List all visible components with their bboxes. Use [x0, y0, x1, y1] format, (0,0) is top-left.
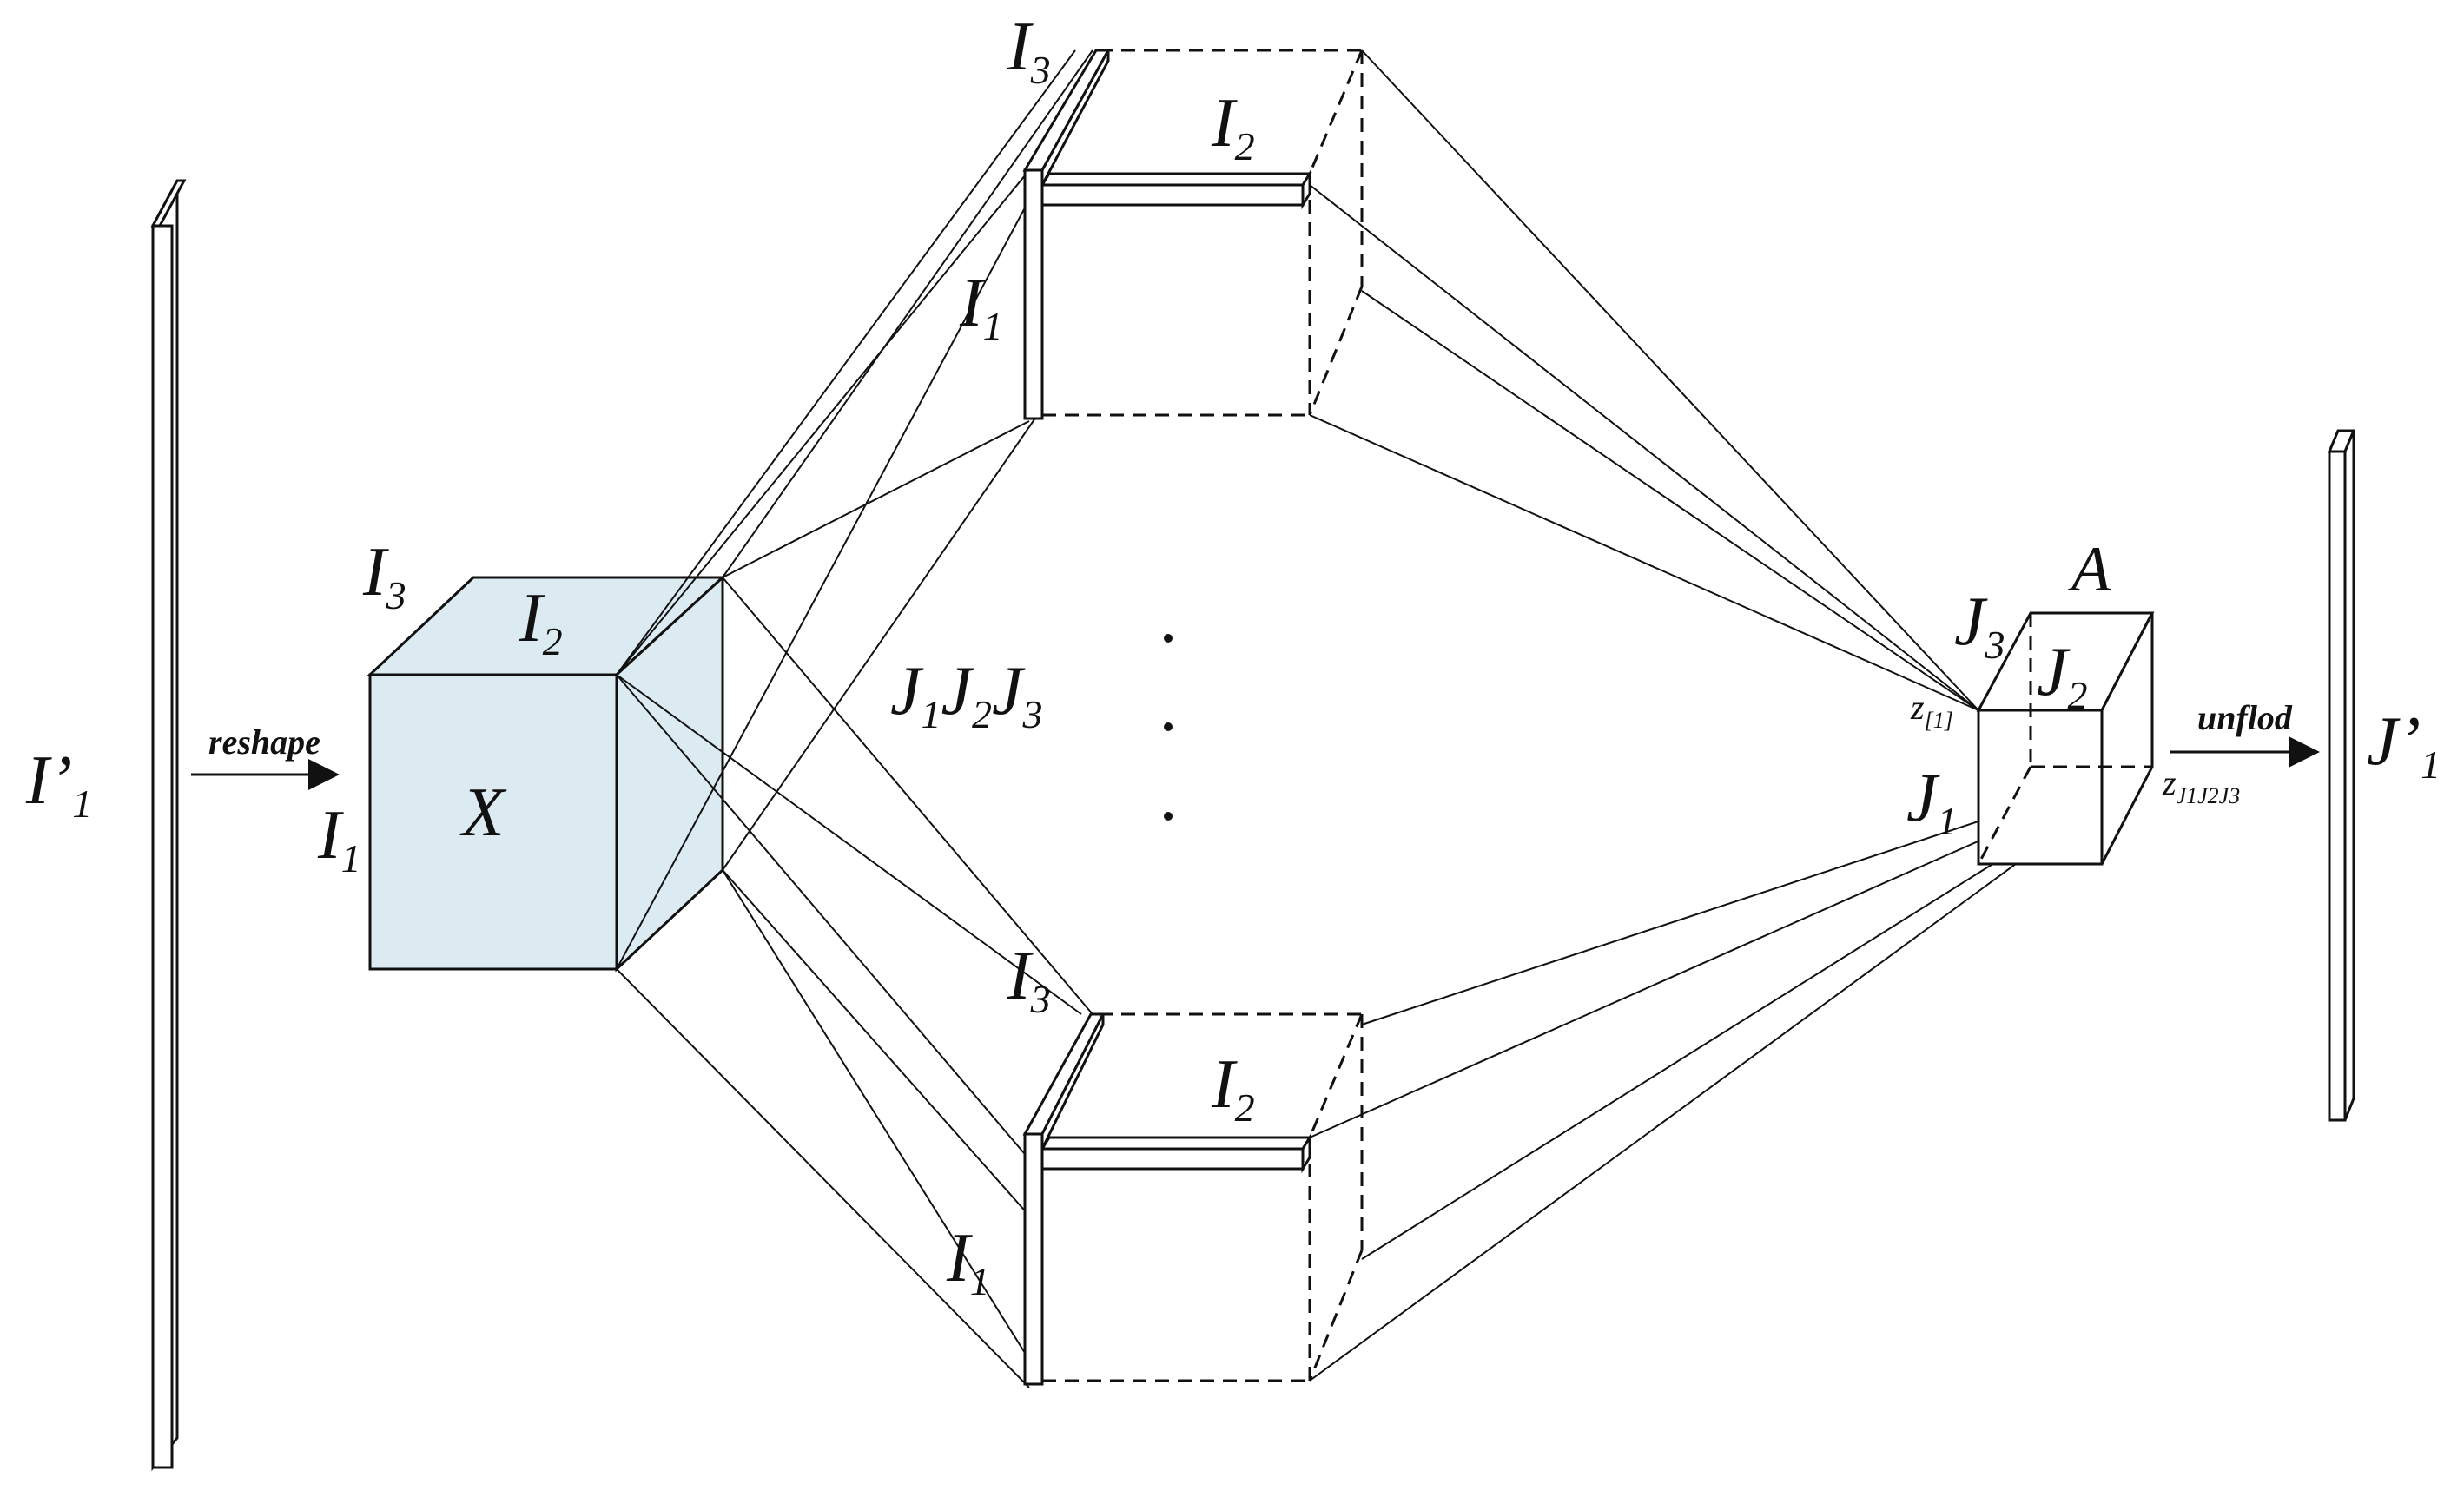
- cube-label-i1: I1: [317, 797, 361, 880]
- cube-label-i3: I3: [362, 534, 406, 617]
- core-label-j1: J1: [1906, 760, 1958, 843]
- vertical-ellipsis: [1164, 634, 1173, 821]
- core-label-z-last: zJ1J2J3: [2162, 763, 2240, 808]
- top-slice-label-i2: I2: [1211, 85, 1255, 168]
- cube-to-bottom-lines: [616, 577, 1093, 1388]
- bottom-slice-label-i3: I3: [1007, 938, 1051, 1021]
- cube-label-i2: I2: [519, 580, 563, 663]
- bottom-slice-label-i2: I2: [1211, 1046, 1255, 1130]
- bottom-slice-label-i1: I1: [946, 1220, 990, 1303]
- top-slice: [1022, 49, 1364, 420]
- tensor-cube: [367, 574, 726, 973]
- core-tensor: [1976, 611, 2155, 866]
- slice-count-label: J1J2J3: [890, 653, 1043, 736]
- top-slice-label-i3: I3: [1007, 9, 1051, 92]
- core-label-a: A: [2067, 534, 2111, 605]
- output-vector-label: J’1: [2367, 703, 2441, 787]
- cube-to-top-lines: [616, 49, 1093, 970]
- cube-label-x: X: [459, 775, 507, 851]
- top-slice-label-i1: I1: [959, 265, 1003, 348]
- bottom-slice: [1022, 1012, 1364, 1386]
- core-label-j2: J2: [2037, 634, 2088, 717]
- unflod-label: unflod: [2197, 698, 2293, 737]
- reshape-label: reshape: [208, 722, 320, 762]
- core-label-z-first: z[1]: [1910, 688, 1953, 733]
- input-vector-bar: [150, 179, 187, 1472]
- output-vector-bar: [2327, 429, 2356, 1122]
- input-vector-label: I’1: [25, 742, 92, 826]
- core-label-j3: J3: [1954, 584, 2005, 667]
